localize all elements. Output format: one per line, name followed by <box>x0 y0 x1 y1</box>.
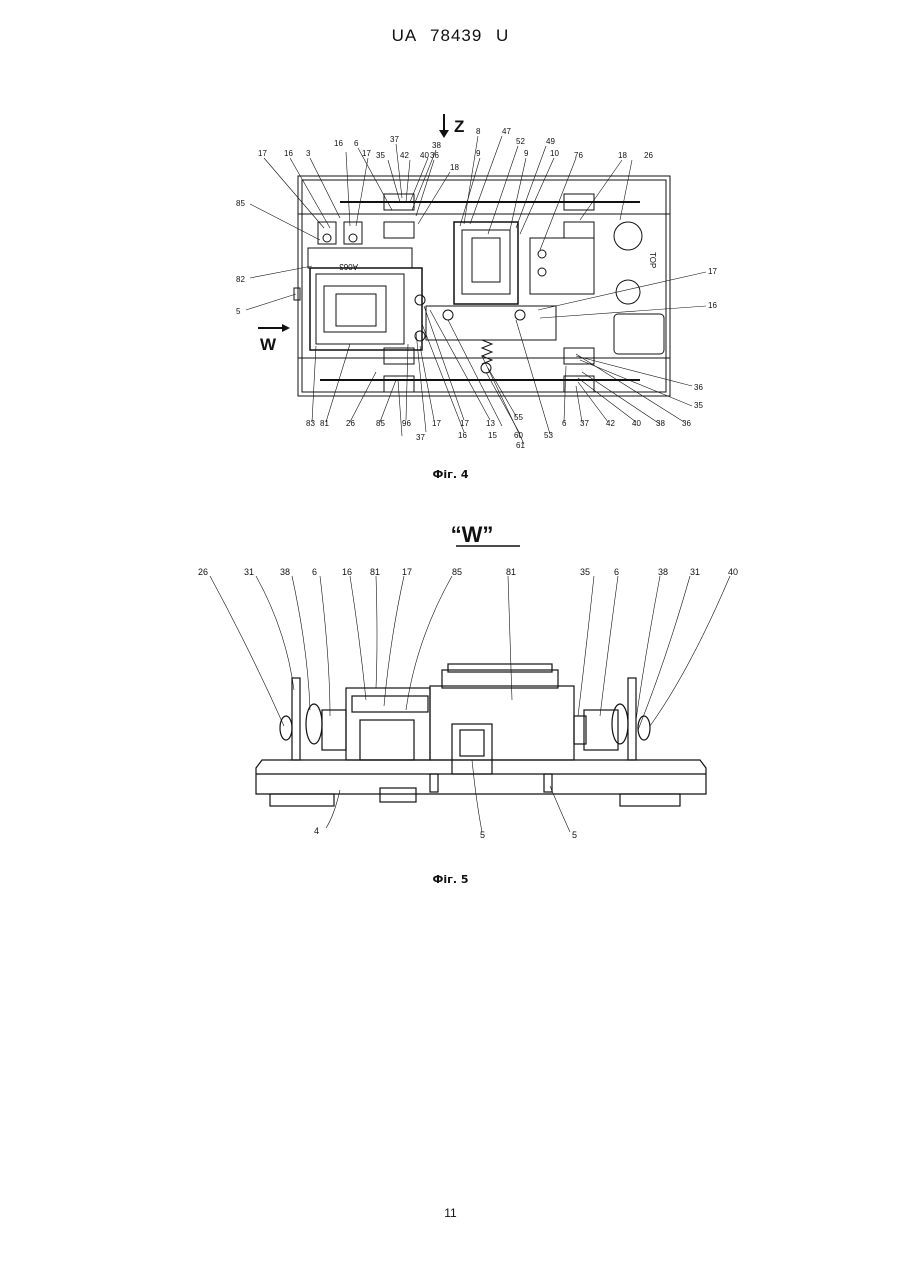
top-marking: TOP <box>648 252 657 268</box>
code-marking: A063 <box>339 262 358 271</box>
label: 5 <box>572 830 577 840</box>
label: 17 <box>708 267 717 276</box>
label: 17 <box>432 419 441 428</box>
label: 6 <box>312 567 317 577</box>
label: 96 <box>402 419 411 428</box>
label: 17 <box>402 567 412 577</box>
label: 16 <box>334 139 343 148</box>
figure-4-caption: Фіг. 4 <box>0 468 901 481</box>
label: 37 <box>390 135 399 144</box>
label: 36 <box>430 151 439 160</box>
label: 35 <box>580 567 590 577</box>
label: 38 <box>432 141 441 150</box>
label: 81 <box>506 567 516 577</box>
view-letter-w: W <box>260 335 277 354</box>
label: 53 <box>544 431 553 440</box>
label: 85 <box>376 419 385 428</box>
label: 83 <box>306 419 315 428</box>
figure-4-drawing: Z W TOP A063 17 16 3 16 17 6 37 3 <box>220 110 740 455</box>
label: 5 <box>480 830 485 840</box>
label: 4 <box>314 826 319 836</box>
label: 55 <box>514 413 523 422</box>
label: 16 <box>708 301 717 310</box>
label: 18 <box>450 163 459 172</box>
label: 81 <box>320 419 329 428</box>
label: 37 <box>580 419 589 428</box>
label: 36 <box>682 419 691 428</box>
label: 37 <box>416 433 425 442</box>
label: 38 <box>656 419 665 428</box>
label: 17 <box>460 419 469 428</box>
label: 35 <box>694 401 703 410</box>
label: 52 <box>516 137 525 146</box>
label: 16 <box>342 567 352 577</box>
label: 9 <box>476 149 481 158</box>
page-number: 11 <box>0 1206 901 1220</box>
label: 49 <box>546 137 555 146</box>
patent-number-header: UA 78439 U <box>0 26 901 46</box>
label: 81 <box>370 567 380 577</box>
label: 61 <box>516 441 525 450</box>
label: 82 <box>236 275 245 284</box>
view-arrow-w <box>258 324 290 332</box>
label: 85 <box>236 199 245 208</box>
label: 47 <box>502 127 511 136</box>
label: 42 <box>400 151 409 160</box>
label: 6 <box>562 419 567 428</box>
label: 16 <box>458 431 467 440</box>
label: 26 <box>644 151 653 160</box>
label: 40 <box>632 419 641 428</box>
label: 3 <box>306 149 311 158</box>
label: 15 <box>488 431 497 440</box>
label: 5 <box>236 307 241 316</box>
label: 16 <box>284 149 293 158</box>
label: 40 <box>420 151 429 160</box>
label: 18 <box>618 151 627 160</box>
figure-5-labels: 26 31 38 6 16 81 17 85 81 35 6 38 31 40 … <box>198 567 738 840</box>
label: 26 <box>346 419 355 428</box>
label: 31 <box>244 567 254 577</box>
label: 85 <box>452 567 462 577</box>
label: 10 <box>550 149 559 158</box>
view-letter-z: Z <box>454 117 464 136</box>
label: 8 <box>476 127 481 136</box>
label: 40 <box>728 567 738 577</box>
figure-4-leader-lines <box>246 136 706 444</box>
label: 42 <box>606 419 615 428</box>
label: 38 <box>280 567 290 577</box>
view-arrow-z <box>439 114 449 138</box>
label: 76 <box>574 151 583 160</box>
figure-5-caption: Фіг. 5 <box>0 873 901 886</box>
view-title-w: “W” <box>451 522 494 547</box>
figure-4-labels: 17 16 3 16 17 6 37 35 42 40 38 36 18 8 4… <box>236 127 717 450</box>
label: 60 <box>514 431 523 440</box>
label: 6 <box>354 139 359 148</box>
label: 26 <box>198 567 208 577</box>
label: 35 <box>376 151 385 160</box>
label: 13 <box>486 419 495 428</box>
label: 36 <box>694 383 703 392</box>
label: 17 <box>362 149 371 158</box>
label: 6 <box>614 567 619 577</box>
label: 38 <box>658 567 668 577</box>
figure-5-drawing: “W” <box>190 520 770 850</box>
label: 17 <box>258 149 267 158</box>
label: 31 <box>690 567 700 577</box>
label: 9 <box>524 149 529 158</box>
